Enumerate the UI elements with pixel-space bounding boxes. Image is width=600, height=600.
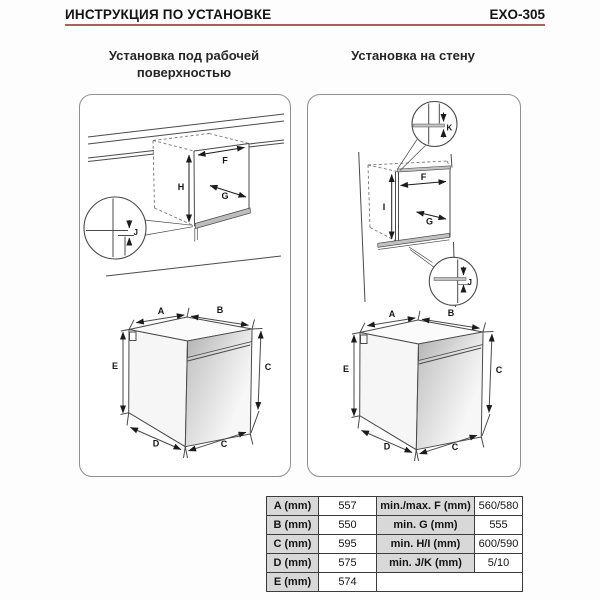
under-counter-diagram: H F G J — [83, 113, 285, 476]
model-number: EXO-305 — [489, 7, 545, 22]
oven-dimension-diagram — [343, 308, 503, 461]
dim-label-G: G — [221, 191, 228, 201]
dim-label-J: J — [468, 278, 472, 287]
page-title: ИНСТРУКЦИЯ ПО УСТАНОВКЕ — [65, 7, 272, 22]
table-row: E (mm) 574 — [266, 572, 523, 592]
value-cell: 557 — [318, 496, 377, 516]
dim-label-K: K — [447, 124, 453, 133]
oven-dimension-diagram — [112, 305, 272, 458]
table-row: D (mm) 575 min. J/K (mm) 5/10 — [266, 553, 523, 573]
under-counter-panel: H F G J — [79, 94, 291, 477]
value-cell: 560/580 — [474, 496, 523, 516]
niche-hidden-edges — [367, 160, 451, 242]
dim-label-J: J — [134, 228, 138, 237]
dim-label-F: F — [421, 172, 427, 182]
table-row: A (mm) 557 min./max. F (mm) 560/580 — [266, 496, 523, 516]
value-cell: 595 — [318, 534, 377, 554]
dim-cell: C (mm) — [266, 534, 319, 554]
value-cell: 574 — [318, 572, 377, 592]
table-row: B (mm) 550 min. G (mm) 555 — [266, 515, 523, 535]
dim-cell: min. H/I (mm) — [376, 534, 475, 554]
dim-cell: E (mm) — [266, 572, 319, 592]
dim-cell: A (mm) — [266, 496, 319, 516]
dim-cell: D (mm) — [266, 553, 319, 573]
value-cell: 600/590 — [474, 534, 523, 554]
section-title-under-counter: Установка под рабочей поверхностью — [108, 48, 260, 80]
value-cell: 550 — [318, 515, 377, 535]
dimensions-table: A (mm) 557 min./max. F (mm) 560/580 B (m… — [266, 496, 523, 592]
dim-cell: min./max. F (mm) — [376, 496, 475, 516]
oven-front-strip — [194, 207, 251, 229]
dim-cell: B (mm) — [266, 515, 319, 535]
dim-cell: min. J/K (mm) — [376, 553, 475, 573]
value-cell: 575 — [318, 553, 377, 573]
support-shelf — [377, 232, 451, 248]
wall-mount-panel: I F G K — [307, 94, 521, 477]
dim-label-H: H — [178, 182, 185, 192]
under-counter-niche-drawing: H F G J — [83, 113, 285, 277]
section-title-wall: Установка на стену — [351, 48, 475, 63]
table-row: C (mm) 595 min. H/I (mm) 600/590 — [266, 534, 523, 554]
header-divider — [65, 24, 545, 26]
value-cell: 555 — [474, 515, 523, 535]
top-gap-detail-callout: K — [397, 100, 458, 171]
dim-label-F: F — [222, 156, 228, 166]
bottom-gap-detail-callout: J — [408, 246, 478, 306]
empty-cell — [376, 572, 523, 592]
niche-hidden-edges — [152, 133, 250, 227]
dim-label-I: I — [383, 202, 386, 212]
dim-label-G: G — [426, 217, 433, 227]
gap-detail-callout: J — [83, 196, 194, 260]
dim-cell: min. G (mm) — [376, 515, 475, 535]
wall-mount-diagram: I F G K — [308, 100, 520, 476]
wall-niche-drawing: I F G K — [358, 100, 478, 308]
value-cell: 5/10 — [474, 553, 523, 573]
